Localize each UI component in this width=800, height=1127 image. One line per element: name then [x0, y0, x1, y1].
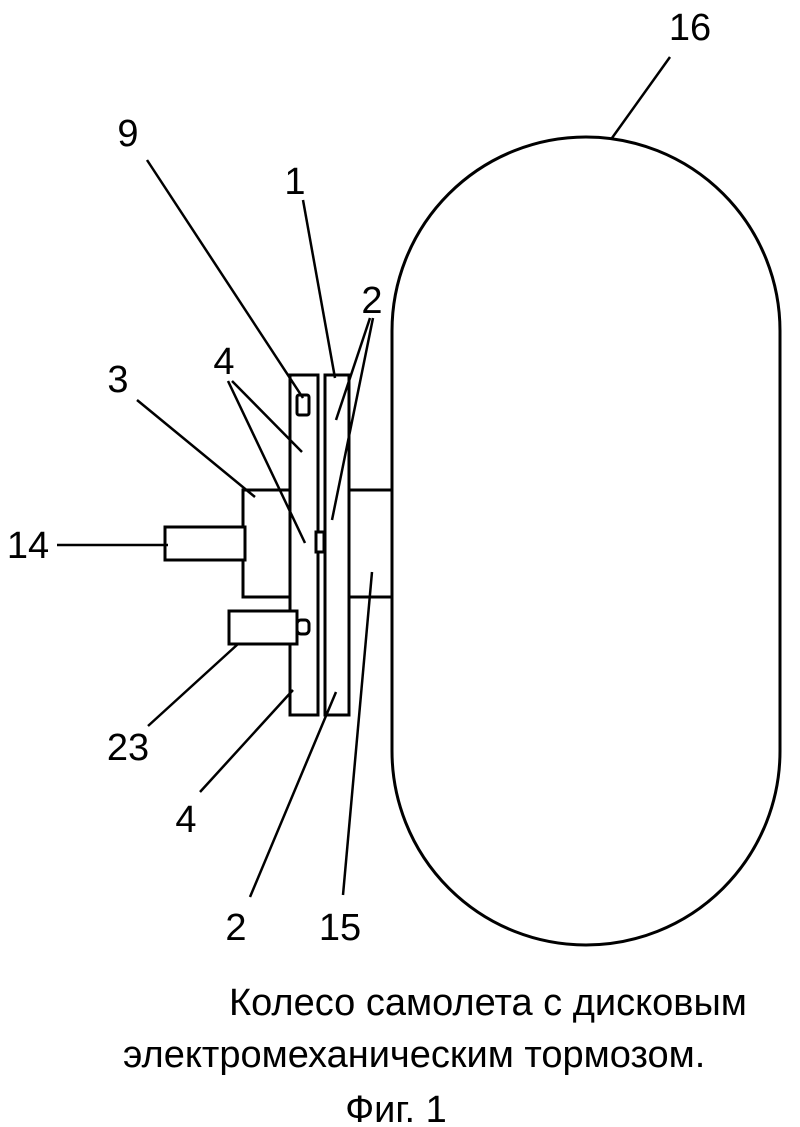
housing-3	[241, 488, 292, 599]
label-4-bottom: 4	[175, 799, 196, 841]
figure-number: Фиг. 1	[345, 1089, 447, 1127]
leader-23	[147, 643, 239, 727]
tire	[390, 135, 782, 947]
shaft-14	[163, 525, 247, 562]
disk-1	[323, 373, 351, 717]
label-23: 23	[107, 727, 149, 769]
label-9: 9	[117, 113, 138, 155]
leader-2-top-b	[330, 317, 375, 521]
label-2-top: 2	[361, 280, 382, 322]
actuator-23	[227, 609, 299, 646]
label-15: 15	[319, 907, 361, 949]
label-4-top: 4	[213, 341, 234, 383]
label-16: 16	[669, 7, 711, 49]
leader-3	[136, 399, 256, 498]
leader-2-top-a	[334, 317, 372, 421]
leader-2-bottom	[248, 691, 338, 898]
leader-16	[610, 56, 672, 139]
label-14: 14	[7, 525, 49, 567]
disk-4	[288, 373, 320, 717]
leader-1	[301, 199, 337, 379]
leader-4-top-b	[226, 380, 307, 544]
actuator-pin	[295, 618, 311, 636]
leader-15	[341, 571, 374, 896]
label-2-bottom: 2	[225, 907, 246, 949]
caption-line-2: электромеханическим тормозом.	[123, 1034, 705, 1076]
center-pin	[314, 530, 326, 554]
element-9	[295, 393, 311, 417]
label-1: 1	[284, 161, 305, 203]
leader-4-top-a	[231, 380, 303, 453]
leader-4-bottom	[199, 689, 294, 793]
label-3: 3	[107, 359, 128, 401]
leader-9	[145, 159, 305, 399]
caption-line-1: Колесо самолета с дисковым	[229, 982, 747, 1024]
